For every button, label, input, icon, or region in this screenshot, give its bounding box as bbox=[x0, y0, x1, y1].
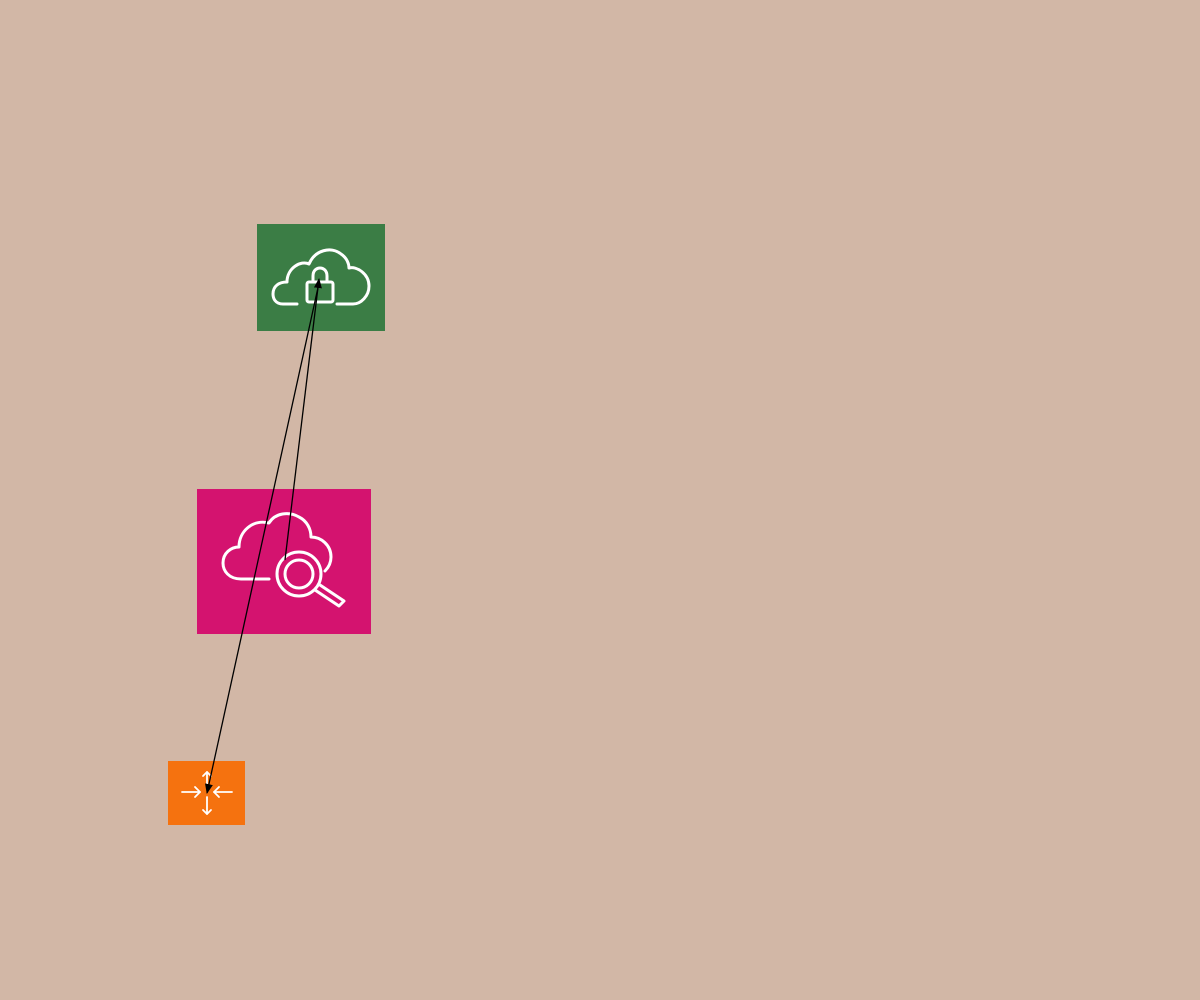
cloud-search-node[interactable] bbox=[197, 489, 371, 634]
router-node-background bbox=[168, 761, 245, 825]
router-node[interactable] bbox=[168, 761, 245, 825]
cloud-lock-node[interactable] bbox=[257, 224, 385, 331]
